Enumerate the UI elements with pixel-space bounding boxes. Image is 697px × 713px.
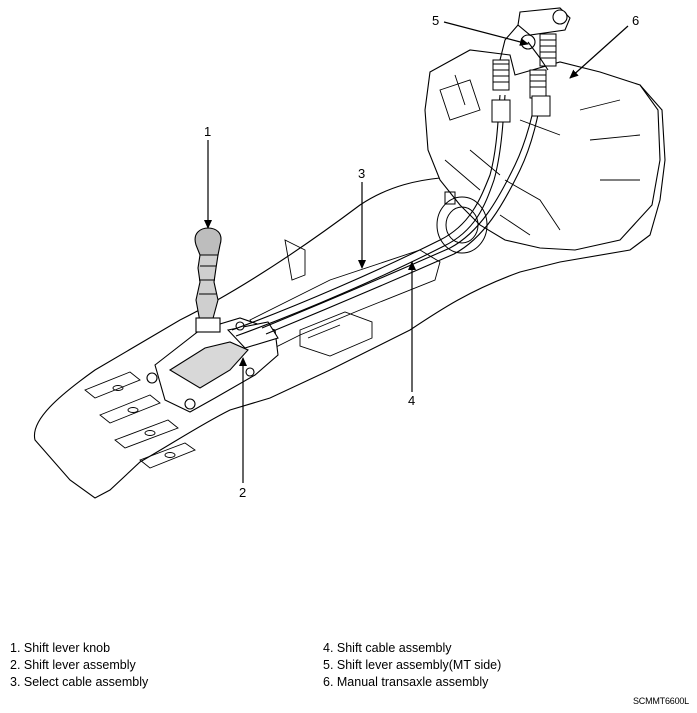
legend-item-shift-lever-knob: 1. Shift lever knob <box>10 641 111 655</box>
shift-cable <box>261 89 543 335</box>
callout-1: 1 <box>204 124 211 139</box>
legend-item-shift-lever-assembly: 2. Shift lever assembly <box>10 658 136 672</box>
shift-lever-assembly <box>146 317 279 413</box>
callout-3: 3 <box>358 166 365 181</box>
shift-lever-knob <box>194 227 222 333</box>
center-tunnel <box>249 249 441 351</box>
mt-side-shift-lever <box>499 7 571 71</box>
callout-2: 2 <box>239 485 246 500</box>
legend-item-shift-lever-assembly-mt-side: 5. Shift lever assembly(MT side) <box>323 658 502 672</box>
legend-right-column: 4. Shift cable assembly 5. Shift lever a… <box>323 640 501 691</box>
console-bracket <box>284 239 373 357</box>
shift-mechanism-diagram: 1 2 3 4 5 6 <box>33 7 666 500</box>
legend-item-manual-transaxle-assembly: 6. Manual transaxle assembly <box>323 675 489 689</box>
cable-end-fittings <box>491 33 557 123</box>
callout-4: 4 <box>408 393 415 408</box>
transaxle-housing <box>424 49 661 251</box>
callout-6: 6 <box>632 13 639 28</box>
callout-leaders <box>204 21 629 483</box>
legend-item-select-cable-assembly: 3. Select cable assembly <box>10 675 149 689</box>
legend-item-shift-cable-assembly: 4. Shift cable assembly <box>323 641 452 655</box>
callout-5: 5 <box>432 13 439 28</box>
transaxle-ribs <box>439 74 641 236</box>
floor-ribs <box>84 371 196 469</box>
legend-left-column: 1. Shift lever knob 2. Shift lever assem… <box>10 640 148 691</box>
select-cable <box>231 94 506 337</box>
figure-code: SCMMT6600L <box>632 696 689 706</box>
